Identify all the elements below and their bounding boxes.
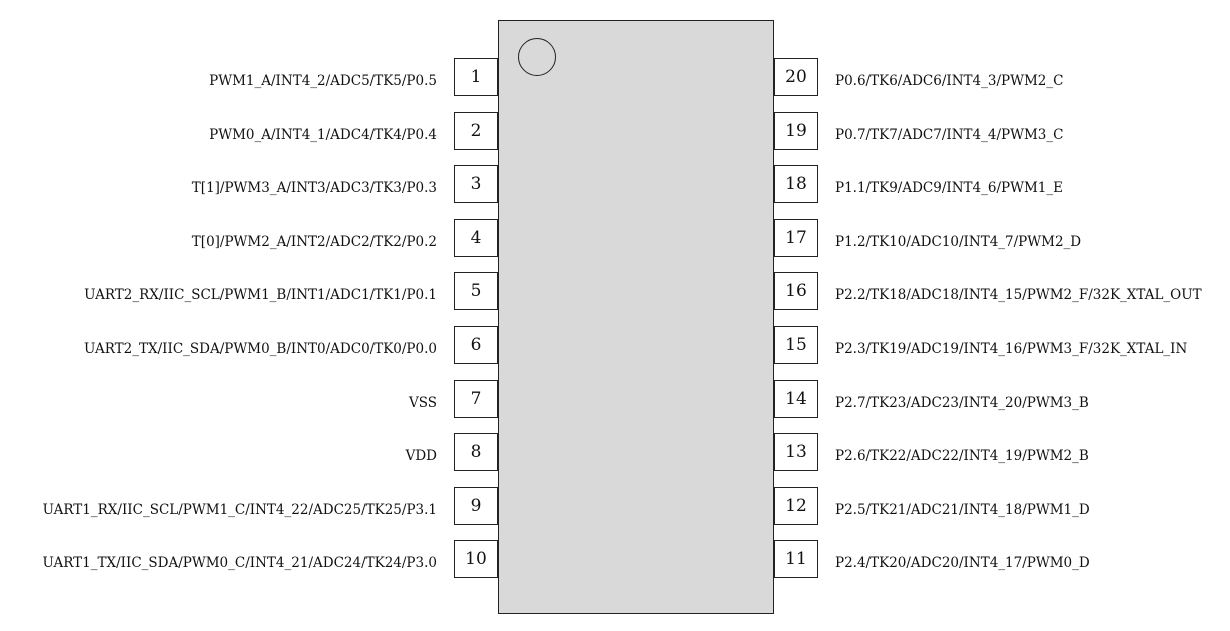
- pin-function-label: UART1_TX/IIC_SDA/PWM0_C/INT4_21/ADC24/TK…: [42, 555, 437, 571]
- pin-function-label: PWM1_A/INT4_2/ADC5/TK5/P0.5: [209, 73, 437, 89]
- pin-number-box: 1: [454, 58, 498, 96]
- pin-function-label: VDD: [405, 448, 437, 464]
- chip-body: [498, 20, 774, 614]
- pin-number-box: 4: [454, 219, 498, 257]
- pin-number-box: 18: [774, 165, 818, 203]
- pin-function-label: P2.7/TK23/ADC23/INT4_20/PWM3_B: [835, 395, 1089, 411]
- pin-number-box: 9: [454, 487, 498, 525]
- pin-number-box: 10: [454, 540, 498, 578]
- pin-function-label: P2.6/TK22/ADC22/INT4_19/PWM2_B: [835, 448, 1089, 464]
- pin-number-box: 7: [454, 380, 498, 418]
- pin-number-box: 2: [454, 112, 498, 150]
- pin-number-box: 3: [454, 165, 498, 203]
- pin-number-box: 20: [774, 58, 818, 96]
- pin-function-label: T[0]/PWM2_A/INT2/ADC2/TK2/P0.2: [191, 234, 437, 250]
- pin-function-label: UART2_TX/IIC_SDA/PWM0_B/INT0/ADC0/TK0/P0…: [84, 341, 437, 357]
- pin-function-label: P2.5/TK21/ADC21/INT4_18/PWM1_D: [835, 502, 1090, 518]
- pin-number-box: 6: [454, 326, 498, 364]
- pin-number-box: 8: [454, 433, 498, 471]
- pin-number-box: 19: [774, 112, 818, 150]
- pin-function-label: UART1_RX/IIC_SCL/PWM1_C/INT4_22/ADC25/TK…: [42, 502, 437, 518]
- pin-number-box: 17: [774, 219, 818, 257]
- pin-number-box: 14: [774, 380, 818, 418]
- pin-function-label: P1.1/TK9/ADC9/INT4_6/PWM1_E: [835, 180, 1063, 196]
- pin-function-label: P1.2/TK10/ADC10/INT4_7/PWM2_D: [835, 234, 1082, 250]
- pin1-orientation-marker: [518, 38, 556, 76]
- pin-number-box: 16: [774, 272, 818, 310]
- pin-number-box: 13: [774, 433, 818, 471]
- pin-number-box: 12: [774, 487, 818, 525]
- pin-function-label: P2.3/TK19/ADC19/INT4_16/PWM3_F/32K_XTAL_…: [835, 341, 1188, 357]
- pin-function-label: VSS: [408, 395, 437, 411]
- pin-number-box: 5: [454, 272, 498, 310]
- pin-function-label: P2.4/TK20/ADC20/INT4_17/PWM0_D: [835, 555, 1090, 571]
- pin-function-label: UART2_RX/IIC_SCL/PWM1_B/INT1/ADC1/TK1/P0…: [84, 287, 437, 303]
- pin-function-label: P0.6/TK6/ADC6/INT4_3/PWM2_C: [835, 73, 1064, 89]
- pin-function-label: P0.7/TK7/ADC7/INT4_4/PWM3_C: [835, 127, 1064, 143]
- pin-number-box: 11: [774, 540, 818, 578]
- pin-number-box: 15: [774, 326, 818, 364]
- pin-function-label: PWM0_A/INT4_1/ADC4/TK4/P0.4: [209, 127, 437, 143]
- pin-function-label: T[1]/PWM3_A/INT3/ADC3/TK3/P0.3: [191, 180, 437, 196]
- pin-function-label: P2.2/TK18/ADC18/INT4_15/PWM2_F/32K_XTAL_…: [835, 287, 1202, 303]
